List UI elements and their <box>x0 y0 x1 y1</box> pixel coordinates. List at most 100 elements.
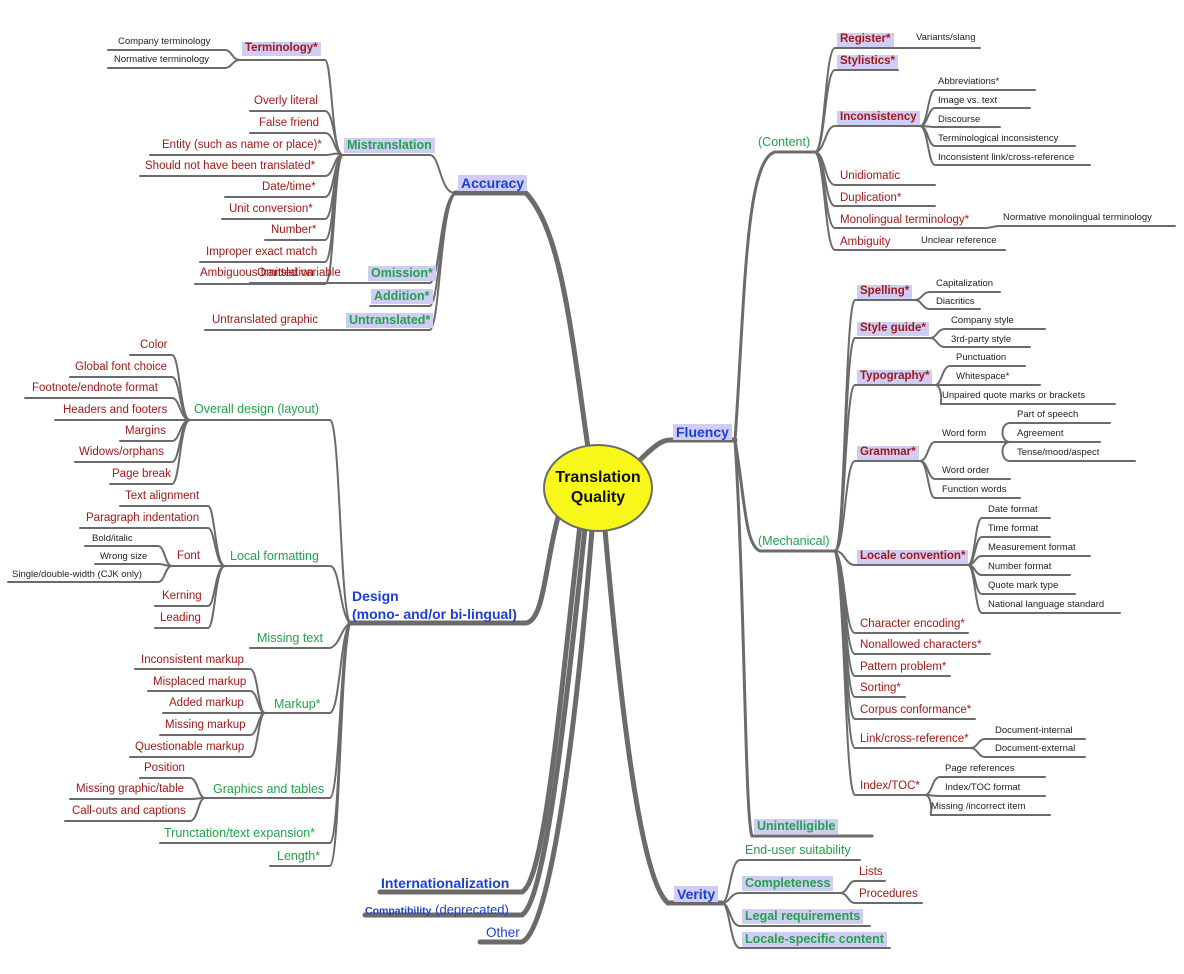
node-capitalization[interactable]: Capitalization <box>936 278 994 289</box>
node-stylistics[interactable]: Stylistics* <box>837 55 898 69</box>
node-terminology[interactable]: Terminology* <box>242 42 321 56</box>
node-date-format[interactable]: Date format <box>988 504 1038 515</box>
node-locale-specific-content[interactable]: Locale-specific content <box>742 932 887 947</box>
node-font[interactable]: Font <box>177 550 201 562</box>
node-company-style[interactable]: Company style <box>951 315 1014 326</box>
node-monolingual-terminology[interactable]: Monolingual terminology* <box>840 214 970 226</box>
node-normative-terminology[interactable]: Normative terminology <box>114 54 210 65</box>
node-style-guide[interactable]: Style guide* <box>857 322 929 336</box>
node-part-of-speech[interactable]: Part of speech <box>1017 409 1079 420</box>
node-ambiguity[interactable]: Ambiguity <box>840 236 891 248</box>
node-agreement[interactable]: Agreement <box>1017 428 1064 439</box>
node-untranslated-graphic[interactable]: Untranslated graphic <box>212 314 319 326</box>
node-time-format[interactable]: Time format <box>988 523 1039 534</box>
node-number-format[interactable]: Number format <box>988 561 1052 572</box>
node-ambiguous-translation[interactable]: Ambiguous translation <box>200 267 314 279</box>
node-unclear-reference[interactable]: Unclear reference <box>921 235 997 246</box>
node-page-references[interactable]: Page references <box>945 763 1015 774</box>
node-grammar[interactable]: Grammar* <box>857 446 919 460</box>
node-missing-graphic[interactable]: Missing graphic/table <box>76 783 185 795</box>
node-footnote[interactable]: Footnote/endnote format <box>32 382 158 394</box>
node-bold-italic[interactable]: Bold/italic <box>92 533 133 544</box>
node-omitted-variable[interactable]: Omitted variable <box>257 267 341 279</box>
node-legal-requirements[interactable]: Legal requirements <box>742 909 864 924</box>
node-word-form[interactable]: Word form <box>942 428 987 439</box>
node-abbreviations[interactable]: Abbreviations* <box>938 76 1000 87</box>
branch-fluency[interactable]: Fluency <box>673 424 732 440</box>
node-unpaired-quotes[interactable]: Unpaired quote marks or brackets <box>942 390 1086 401</box>
node-word-order[interactable]: Word order <box>942 465 990 476</box>
branch-compatibility[interactable]: Compatibility (deprecated) <box>365 903 509 917</box>
node-diacritics[interactable]: Diacritics <box>936 296 975 307</box>
node-questionable-markup[interactable]: Questionable markup <box>135 741 245 753</box>
node-index-toc-format[interactable]: Index/TOC format <box>945 782 1021 793</box>
node-whitespace[interactable]: Whitespace* <box>956 371 1010 382</box>
node-should-not-translate[interactable]: Should not have been translated* <box>145 160 316 172</box>
node-content[interactable]: (Content) <box>758 135 811 149</box>
branch-accuracy[interactable]: Accuracy <box>458 175 528 191</box>
node-global-font[interactable]: Global font choice <box>75 361 168 373</box>
node-unidiomatic[interactable]: Unidiomatic <box>840 170 901 182</box>
node-callouts[interactable]: Call-outs and captions <box>72 805 186 817</box>
node-date-time[interactable]: Date/time* <box>262 181 316 193</box>
node-lists[interactable]: Lists <box>859 866 883 878</box>
node-register[interactable]: Register* <box>837 33 894 47</box>
node-length[interactable]: Length* <box>277 849 321 863</box>
node-typography[interactable]: Typography* <box>857 370 933 384</box>
node-margins[interactable]: Margins <box>125 425 166 437</box>
node-inconsistency[interactable]: Inconsistency <box>837 111 920 125</box>
node-third-party-style[interactable]: 3rd-party style <box>951 334 1012 345</box>
node-function-words[interactable]: Function words <box>942 484 1007 495</box>
node-headers-footers[interactable]: Headers and footers <box>63 404 168 416</box>
node-index-toc[interactable]: Index/TOC* <box>860 780 920 792</box>
node-mistranslation[interactable]: Mistranslation <box>344 138 435 153</box>
node-page-break[interactable]: Page break <box>112 468 171 480</box>
branch-design[interactable]: Design (mono- and/or bi-lingual) <box>352 587 517 623</box>
node-color[interactable]: Color <box>140 339 168 351</box>
node-measurement-format[interactable]: Measurement format <box>988 542 1076 553</box>
node-single-double-width[interactable]: Single/double-width (CJK only) <box>12 569 142 580</box>
node-added-markup[interactable]: Added markup <box>169 697 244 709</box>
node-misplaced-markup[interactable]: Misplaced markup <box>153 676 247 688</box>
branch-internationalization[interactable]: Internationalization <box>381 875 510 891</box>
node-false-friend[interactable]: False friend <box>259 117 320 129</box>
node-omission[interactable]: Omission* <box>368 266 436 281</box>
node-document-external[interactable]: Document-external <box>995 743 1076 754</box>
node-missing-incorrect-item[interactable]: Missing /incorrect item <box>931 801 1026 812</box>
node-graphics-tables[interactable]: Graphics and tables <box>213 782 325 796</box>
node-punctuation[interactable]: Punctuation <box>956 352 1007 363</box>
node-number[interactable]: Number* <box>271 224 317 236</box>
node-addition[interactable]: Addition* <box>371 289 433 304</box>
node-untranslated[interactable]: Untranslated* <box>346 313 434 328</box>
node-document-internal[interactable]: Document-internal <box>995 725 1073 736</box>
node-image-vs-text[interactable]: Image vs. text <box>938 95 998 106</box>
node-completeness[interactable]: Completeness <box>742 876 834 891</box>
node-corpus-conformance[interactable]: Corpus conformance* <box>860 704 972 716</box>
node-inconsistent-link[interactable]: Inconsistent link/cross-reference <box>938 152 1075 163</box>
node-mechanical[interactable]: (Mechanical) <box>758 534 830 548</box>
node-nonallowed-characters[interactable]: Nonallowed characters* <box>860 639 982 651</box>
branch-other[interactable]: Other <box>486 925 520 940</box>
node-end-user-suitability[interactable]: End-user suitability <box>745 843 851 857</box>
node-kerning[interactable]: Kerning <box>162 590 202 602</box>
node-character-encoding[interactable]: Character encoding* <box>860 618 965 630</box>
node-unit-conversion[interactable]: Unit conversion* <box>229 203 313 215</box>
node-overall-design[interactable]: Overall design (layout) <box>194 402 320 416</box>
node-discourse[interactable]: Discourse <box>938 114 981 125</box>
node-paragraph-indentation[interactable]: Paragraph indentation <box>86 512 200 524</box>
node-duplication[interactable]: Duplication* <box>840 192 902 204</box>
node-quote-mark-type[interactable]: Quote mark type <box>988 580 1059 591</box>
node-tense[interactable]: Tense/mood/aspect <box>1017 447 1100 458</box>
node-markup[interactable]: Markup* <box>274 697 321 711</box>
node-terminological-inconsistency[interactable]: Terminological inconsistency <box>938 133 1059 144</box>
node-missing-text[interactable]: Missing text <box>257 631 323 645</box>
node-spelling[interactable]: Spelling* <box>857 285 913 299</box>
node-position[interactable]: Position <box>144 762 185 774</box>
node-normative-monolingual[interactable]: Normative monolingual terminology <box>1003 212 1152 223</box>
branch-verity[interactable]: Verity <box>674 886 719 902</box>
node-widows[interactable]: Widows/orphans <box>79 446 165 458</box>
node-entity[interactable]: Entity (such as name or place)* <box>162 139 322 151</box>
node-national-language-standard[interactable]: National language standard <box>988 599 1105 610</box>
node-variants-slang[interactable]: Variants/slang <box>916 32 976 43</box>
